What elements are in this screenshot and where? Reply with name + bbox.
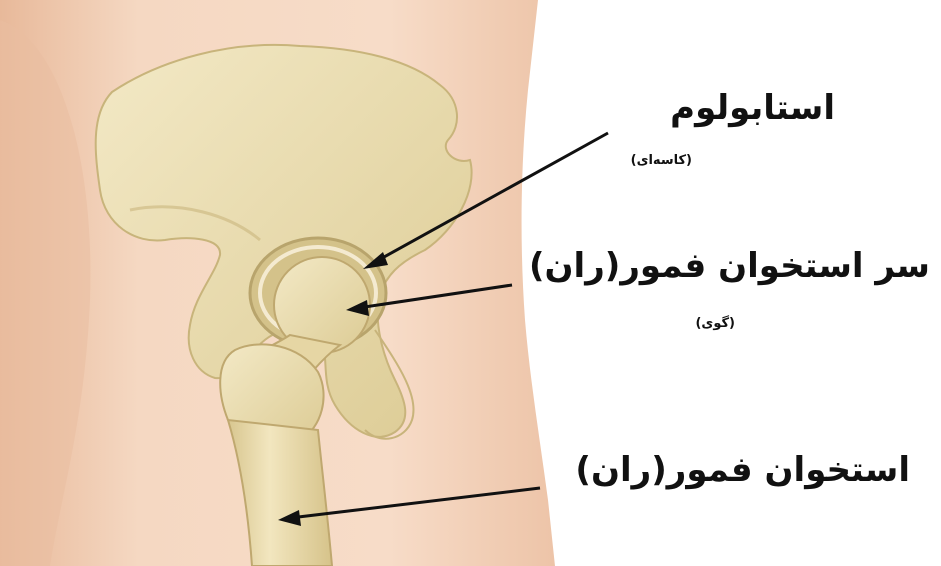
acetabulum-note: (کاسه‌ای) [640, 153, 692, 168]
acetabulum-label: استابولوم [590, 88, 835, 128]
femoral-head-label: سر استخوان فمور(ران) [520, 246, 930, 286]
femoral-head-note: (گوی) [685, 316, 735, 331]
femur-label: استخوان فمور(ران) [548, 450, 910, 490]
